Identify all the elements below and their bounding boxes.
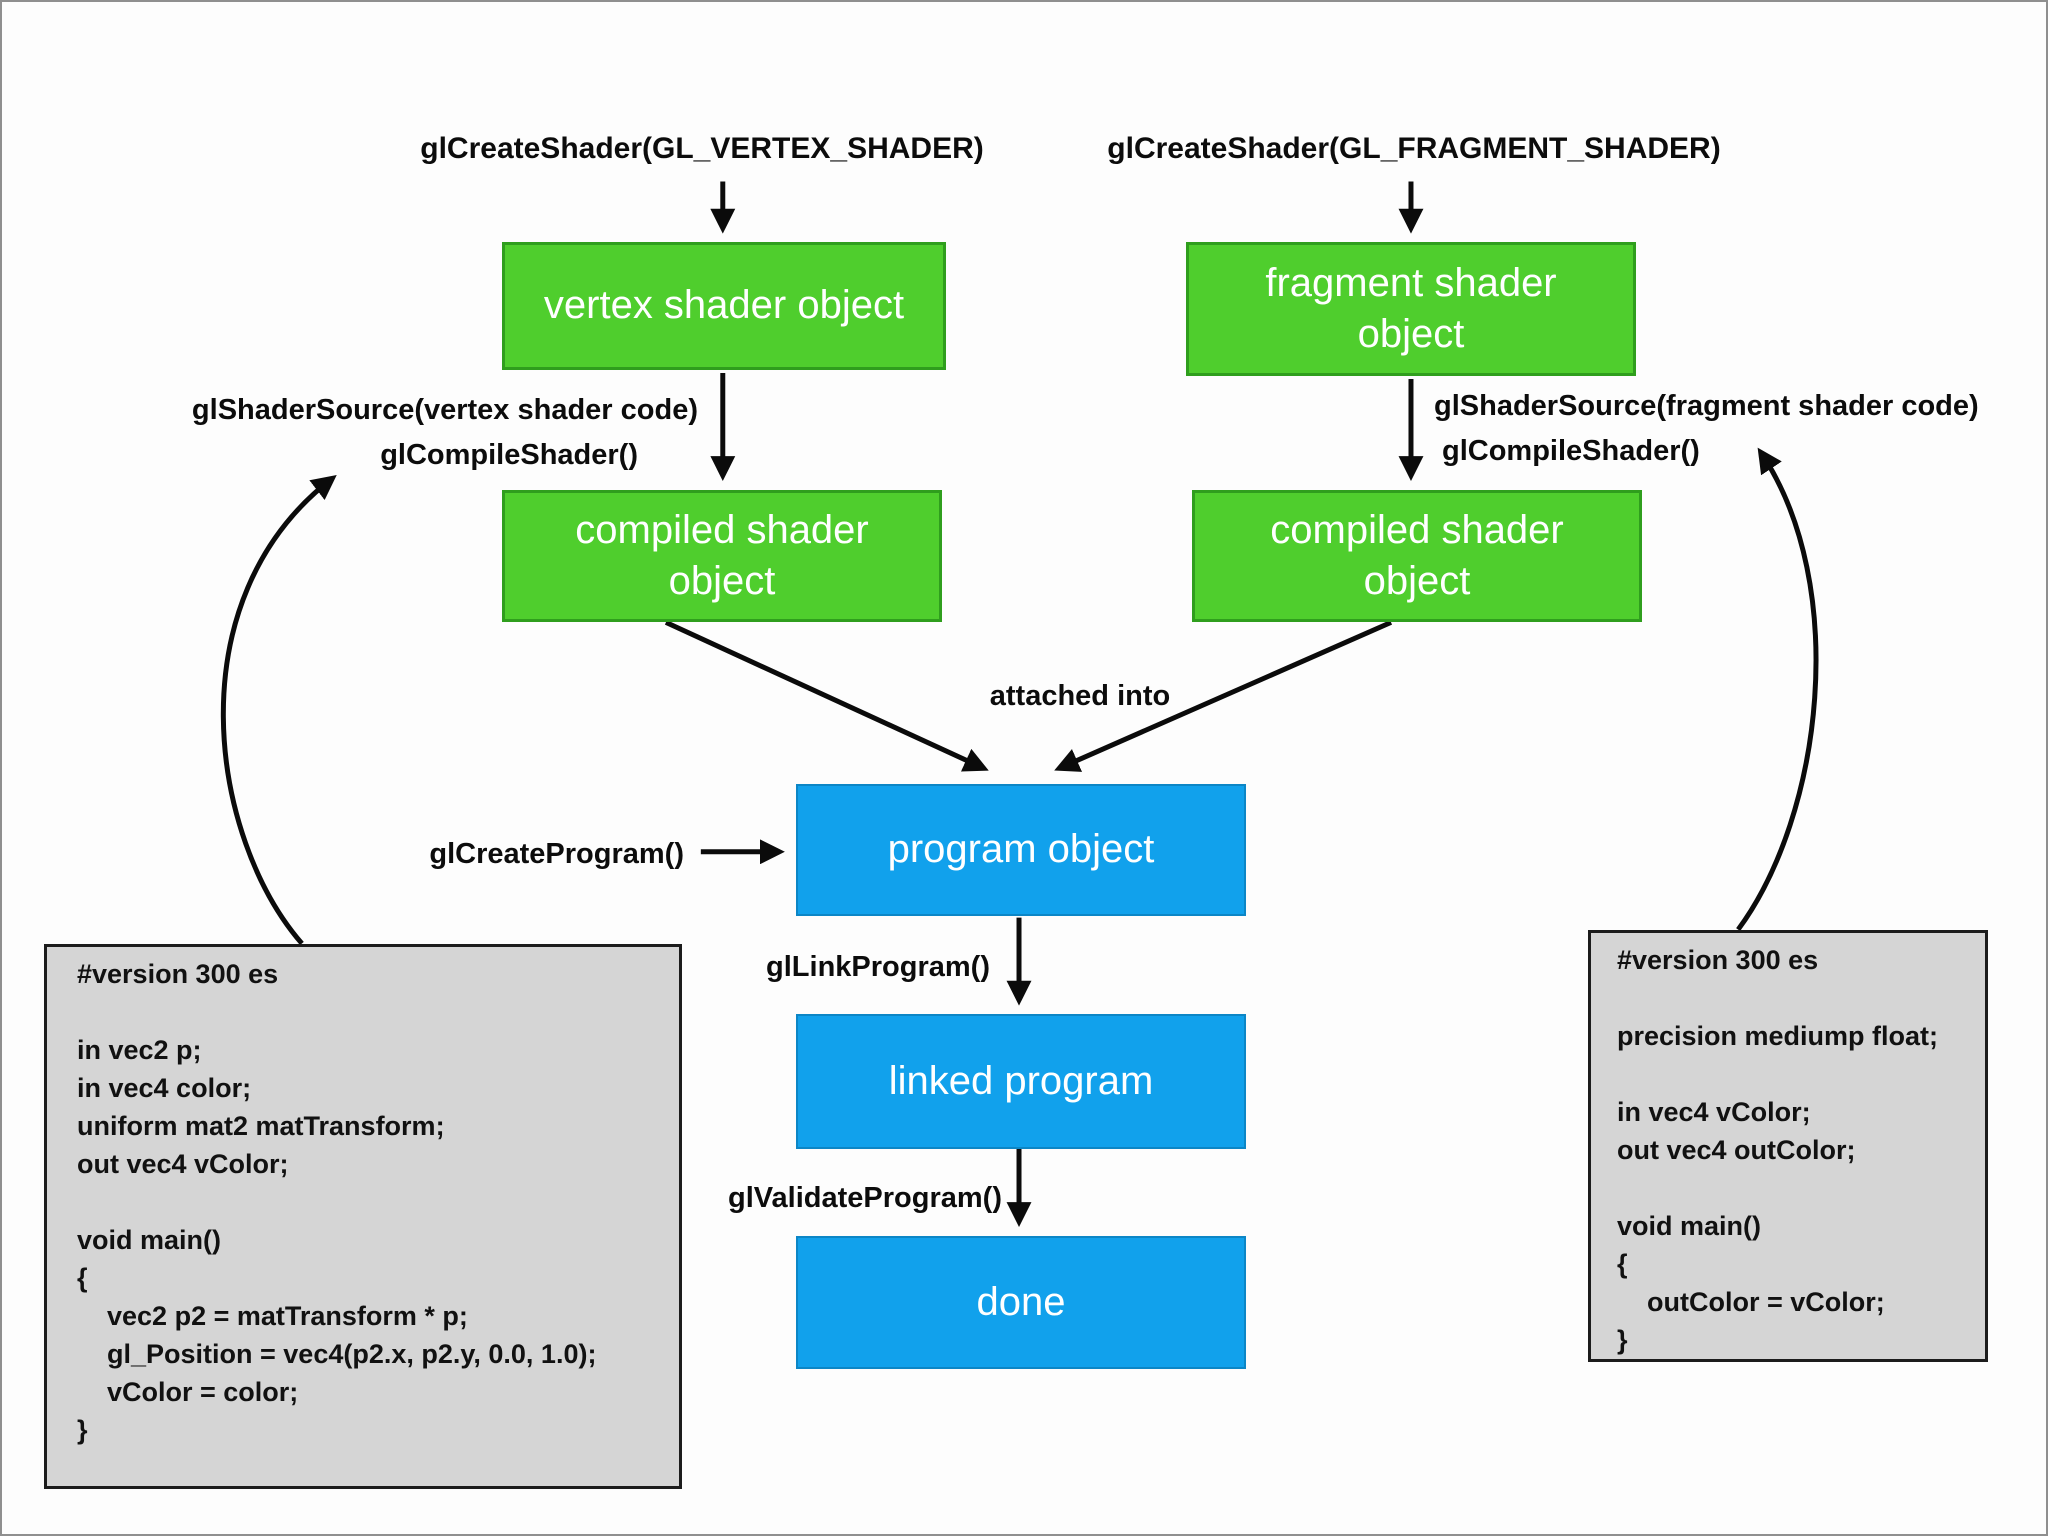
code-line (77, 1183, 671, 1221)
code-line: vec2 p2 = matTransform * p; (77, 1301, 468, 1331)
code-line: in vec4 color; (77, 1073, 252, 1103)
label-compile-shader-fragment: glCompileShader() (1442, 435, 1700, 467)
code-line: out vec4 outColor; (1617, 1135, 1856, 1165)
code-line: { (1617, 1249, 1628, 1279)
node-label: program object (887, 827, 1155, 872)
label-attached-into: attached into (989, 680, 1171, 712)
label-shader-source-vertex: glShaderSource(vertex shader code) (191, 394, 698, 426)
node-done: done (796, 1236, 1246, 1369)
node-label: linked program (888, 1058, 1154, 1103)
node-label: compiled shader object (575, 507, 869, 603)
code-line: in vec2 p; (77, 1035, 202, 1065)
node-vertex-shader-object: vertex shader object (502, 242, 946, 370)
node-compiled-shader-object-left: compiled shader object (502, 490, 942, 622)
fragment-shader-code-box: #version 300 es precision mediump float; i… (1588, 930, 1988, 1362)
node-label: vertex shader object (543, 283, 905, 328)
node-label: fragment shader object (1265, 260, 1557, 356)
code-line: } (1617, 1325, 1628, 1355)
code-line: #version 300 es (1617, 945, 1819, 975)
label-create-fragment-shader: glCreateShader(GL_FRAGMENT_SHADER) (1107, 132, 1721, 165)
node-program-object: program object (796, 784, 1246, 916)
code-line: in vec4 vColor; (1617, 1097, 1811, 1127)
node-label: compiled shader object (1270, 507, 1564, 603)
label-link-program: glLinkProgram() (766, 951, 990, 983)
node-linked-program: linked program (796, 1014, 1246, 1149)
code-line: outColor = vColor; (1617, 1287, 1885, 1317)
node-fragment-shader-object: fragment shader object (1186, 242, 1636, 376)
code-line (1617, 1169, 1979, 1207)
vertex-shader-code-box: #version 300 es in vec2 p; in vec4 color; u… (44, 944, 682, 1489)
arrow-fragment-code-to-shadersource (1736, 447, 1819, 932)
code-line: vColor = color; (77, 1377, 299, 1407)
label-shader-source-fragment: glShaderSource(fragment shader code) (1434, 390, 1979, 422)
arrow-vertex-code-to-shadersource (220, 474, 337, 946)
code-line (1617, 979, 1979, 1017)
label-create-program: glCreateProgram() (429, 838, 684, 870)
code-line: gl_Position = vec4(p2.x, p2.y, 0.0, 1.0)… (77, 1339, 597, 1369)
code-line: precision mediump float; (1617, 1021, 1939, 1051)
arrow-compiled-right-to-program (1054, 620, 1393, 772)
code-line: { (77, 1263, 88, 1293)
label-create-vertex-shader: glCreateShader(GL_VERTEX_SHADER) (420, 132, 984, 165)
code-line: uniform mat2 matTransform; (77, 1111, 445, 1141)
arrow-compiled-left-to-program (664, 620, 989, 772)
code-line: void main() (1617, 1211, 1762, 1241)
label-validate-program: glValidateProgram() (728, 1182, 1002, 1214)
node-compiled-shader-object-right: compiled shader object (1192, 490, 1642, 622)
code-line: #version 300 es (77, 959, 279, 989)
code-line (1617, 1055, 1979, 1093)
code-line: out vec4 vColor; (77, 1149, 289, 1179)
code-line (77, 993, 671, 1031)
code-line: } (77, 1415, 88, 1445)
node-label: done (976, 1279, 1066, 1324)
code-line: void main() (77, 1225, 222, 1255)
label-compile-shader-vertex: glCompileShader() (380, 439, 638, 471)
